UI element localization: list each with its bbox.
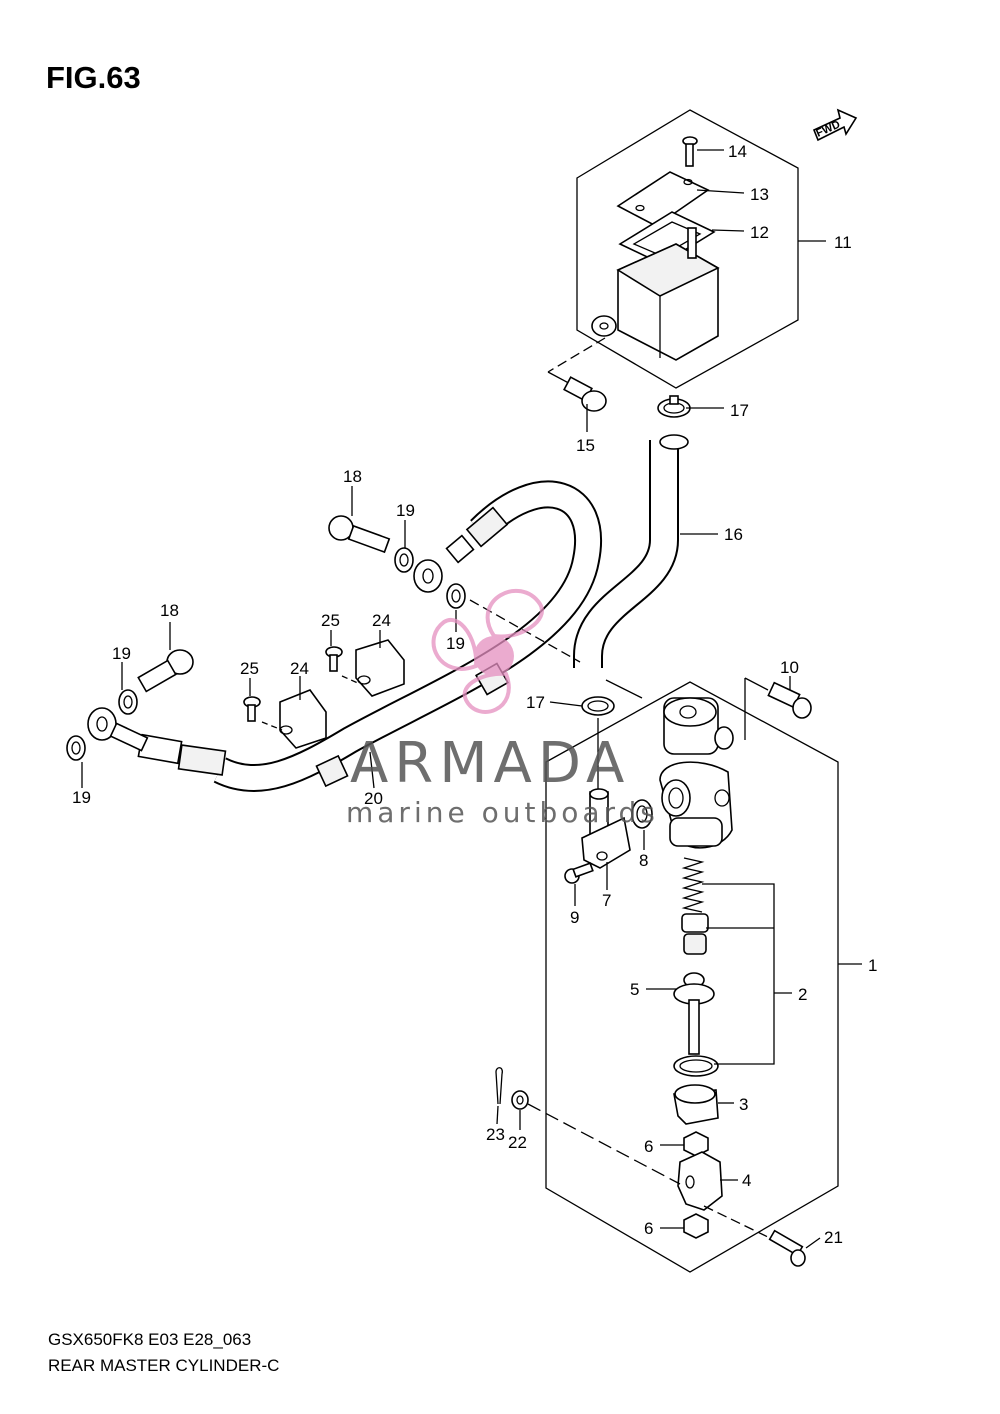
callout-6: 6: [644, 1137, 653, 1156]
callout-19: 19: [396, 501, 415, 520]
screw-icon: [243, 696, 261, 722]
callout-15: 15: [576, 436, 595, 455]
callout-20: 20: [364, 789, 383, 808]
callout-18: 18: [160, 601, 179, 620]
screw-icon: [325, 646, 343, 672]
callout-6: 6: [644, 1219, 653, 1238]
cotter-pin-icon: [495, 1067, 503, 1105]
callout-4: 4: [742, 1171, 751, 1190]
washer-icon: [446, 583, 466, 609]
washer-icon: [118, 689, 138, 715]
figure-name: REAR MASTER CYLINDER-C: [48, 1356, 280, 1375]
banjo-fitting-icon: [413, 559, 443, 593]
nut-icon: [683, 1131, 709, 1157]
callout-19: 19: [72, 788, 91, 807]
bolt-icon: [767, 681, 812, 719]
hose-guide-icon: [355, 639, 405, 697]
callout-2: 2: [798, 985, 807, 1004]
reservoir-body-icon: [591, 227, 720, 361]
callout-5: 5: [630, 980, 639, 999]
callout-19: 19: [112, 644, 131, 663]
master-cylinder-body-icon: [659, 697, 734, 849]
reservoir-cap-icon: [616, 171, 710, 227]
push-rod-icon: [673, 972, 715, 1055]
watermark: ARMADA marine outboards: [346, 588, 659, 829]
screw-icon: [682, 136, 698, 167]
forward-arrow-icon: FWD: [812, 108, 858, 142]
circlip-icon: [673, 1055, 719, 1077]
piston-cup-icon: [681, 913, 709, 955]
callout-labels: 14 13 12 11 17 15 16 18 19 19 18 19 19 2…: [72, 142, 877, 1247]
clevis-joint-icon: [677, 1151, 723, 1211]
hose-clamp-icon: [581, 696, 615, 716]
piston-spring-icon: [681, 857, 705, 913]
callout-12: 12: [750, 223, 769, 242]
leader-lines: [81, 149, 862, 1249]
callout-22: 22: [508, 1133, 527, 1152]
hose-fitting-icon: [581, 788, 631, 869]
callout-14: 14: [728, 142, 747, 161]
callout-1: 1: [868, 956, 877, 975]
propeller-logo-icon: [431, 588, 544, 714]
callout-21: 21: [824, 1228, 843, 1247]
callout-25: 25: [240, 659, 259, 678]
callout-16: 16: [724, 525, 743, 544]
callout-11: 11: [834, 233, 852, 252]
callout-25: 25: [321, 611, 340, 630]
fwd-label: FWD: [814, 119, 842, 140]
union-bolt-icon: [328, 515, 391, 554]
figure-code: GSX650FK8 E03 E28_063: [48, 1330, 252, 1349]
mounting-bolt-icon: [563, 376, 607, 412]
callout-13: 13: [750, 185, 769, 204]
union-bolt-icon: [137, 649, 194, 693]
washer-icon: [511, 1090, 529, 1110]
master-cylinder-kit-frame: [545, 681, 839, 1273]
callout-7: 7: [602, 891, 611, 910]
hose-clamp-icon: [657, 395, 691, 418]
watermark-tagline: marine outboards: [346, 796, 659, 829]
boot-icon: [673, 1084, 719, 1125]
callout-17: 17: [730, 401, 749, 420]
clevis-pin-icon: [768, 1229, 806, 1267]
o-ring-icon: [631, 799, 653, 829]
banjo-fitting-icon: [87, 707, 149, 752]
callout-19: 19: [446, 634, 465, 653]
nut-icon: [683, 1213, 709, 1239]
washer-icon: [66, 735, 86, 761]
callout-23: 23: [486, 1125, 505, 1144]
reservoir-hose-icon: [573, 434, 689, 668]
figure-title: FIG.63: [46, 60, 141, 95]
watermark-brand: ARMADA: [350, 731, 630, 796]
callout-24: 24: [372, 611, 391, 630]
callout-8: 8: [639, 851, 648, 870]
hose-guide-icon: [279, 689, 327, 749]
washer-icon: [394, 547, 414, 573]
callout-18: 18: [343, 467, 362, 486]
screw-icon: [564, 862, 594, 884]
callout-17: 17: [526, 693, 545, 712]
callout-24: 24: [290, 659, 309, 678]
callout-9: 9: [570, 908, 579, 927]
callout-3: 3: [739, 1095, 748, 1114]
reservoir-kit-frame: [576, 109, 799, 389]
callout-10: 10: [780, 658, 799, 677]
